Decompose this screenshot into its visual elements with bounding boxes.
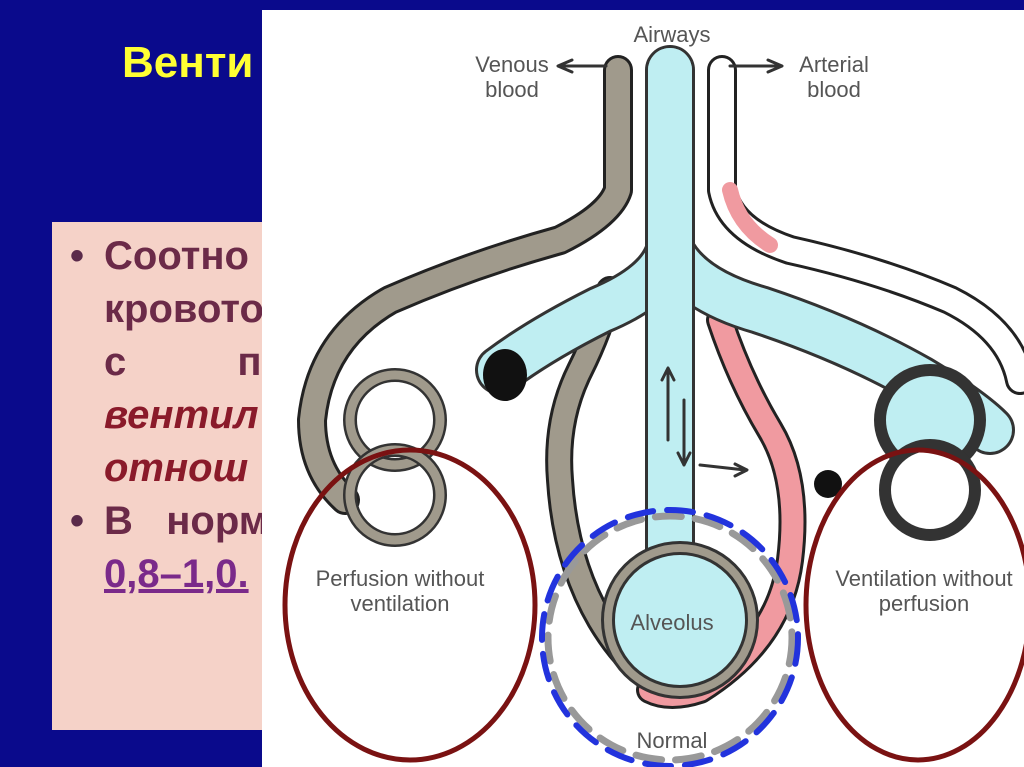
venous-blood-label: Venous blood xyxy=(462,52,562,102)
alveolus-label: Alveolus xyxy=(630,610,714,635)
bullet-1-line-3: с п xyxy=(104,340,262,384)
airways-label: Airways xyxy=(633,22,711,47)
pwv-line-2: ventilation xyxy=(350,591,450,616)
bullet-1-line-4: вентил xyxy=(104,393,259,437)
bullet-1-line-1: •Соотно xyxy=(70,230,292,283)
ventilation-perfusion-diagram: Airways Venous blood Arterial blood Perf… xyxy=(262,10,1024,767)
arterial-blood-label: Arterial blood xyxy=(784,52,884,102)
text-box: •Соотно кровото с п вентил отнош •В норм… xyxy=(52,222,292,730)
normal-blue-ring xyxy=(539,507,801,767)
bullet-list: •Соотно кровото с п вентил отнош •В норм… xyxy=(70,230,292,601)
flow-arrows xyxy=(556,58,784,478)
bullet-marker: • xyxy=(70,499,85,543)
bullet-1-line-2: кровото xyxy=(104,287,264,331)
vwp-line-1: Ventilation without xyxy=(835,566,1013,591)
bullet-2-line-1: •В норм xyxy=(70,495,292,548)
venous-line-1: Venous xyxy=(475,52,549,77)
vwp-line-2: perfusion xyxy=(878,591,970,616)
bullet-2-line-2: 0,8–1,0. xyxy=(104,552,249,596)
arterial-line-2: blood xyxy=(807,77,861,102)
normal-label: Normal xyxy=(636,728,708,753)
ventilation-ring xyxy=(803,447,1024,763)
normal-gray-ring xyxy=(544,512,796,764)
ventilation-without-perfusion-label: Ventilation without perfusion xyxy=(824,566,1024,616)
venous-line-2: blood xyxy=(485,77,539,102)
arterial-line-1: Arterial xyxy=(799,52,869,77)
perfusion-ring xyxy=(282,447,538,763)
slide-title: Венти xyxy=(122,38,254,87)
bullet-marker: • xyxy=(70,234,85,278)
diagram-svg xyxy=(282,45,1024,767)
vessel-obstruction xyxy=(814,470,842,498)
perfusion-without-ventilation-label: Perfusion without ventilation xyxy=(300,566,500,616)
airway-obstruction xyxy=(483,349,527,401)
bullet-1-line-5: отнош xyxy=(104,446,249,490)
pwv-line-1: Perfusion without xyxy=(315,566,485,591)
